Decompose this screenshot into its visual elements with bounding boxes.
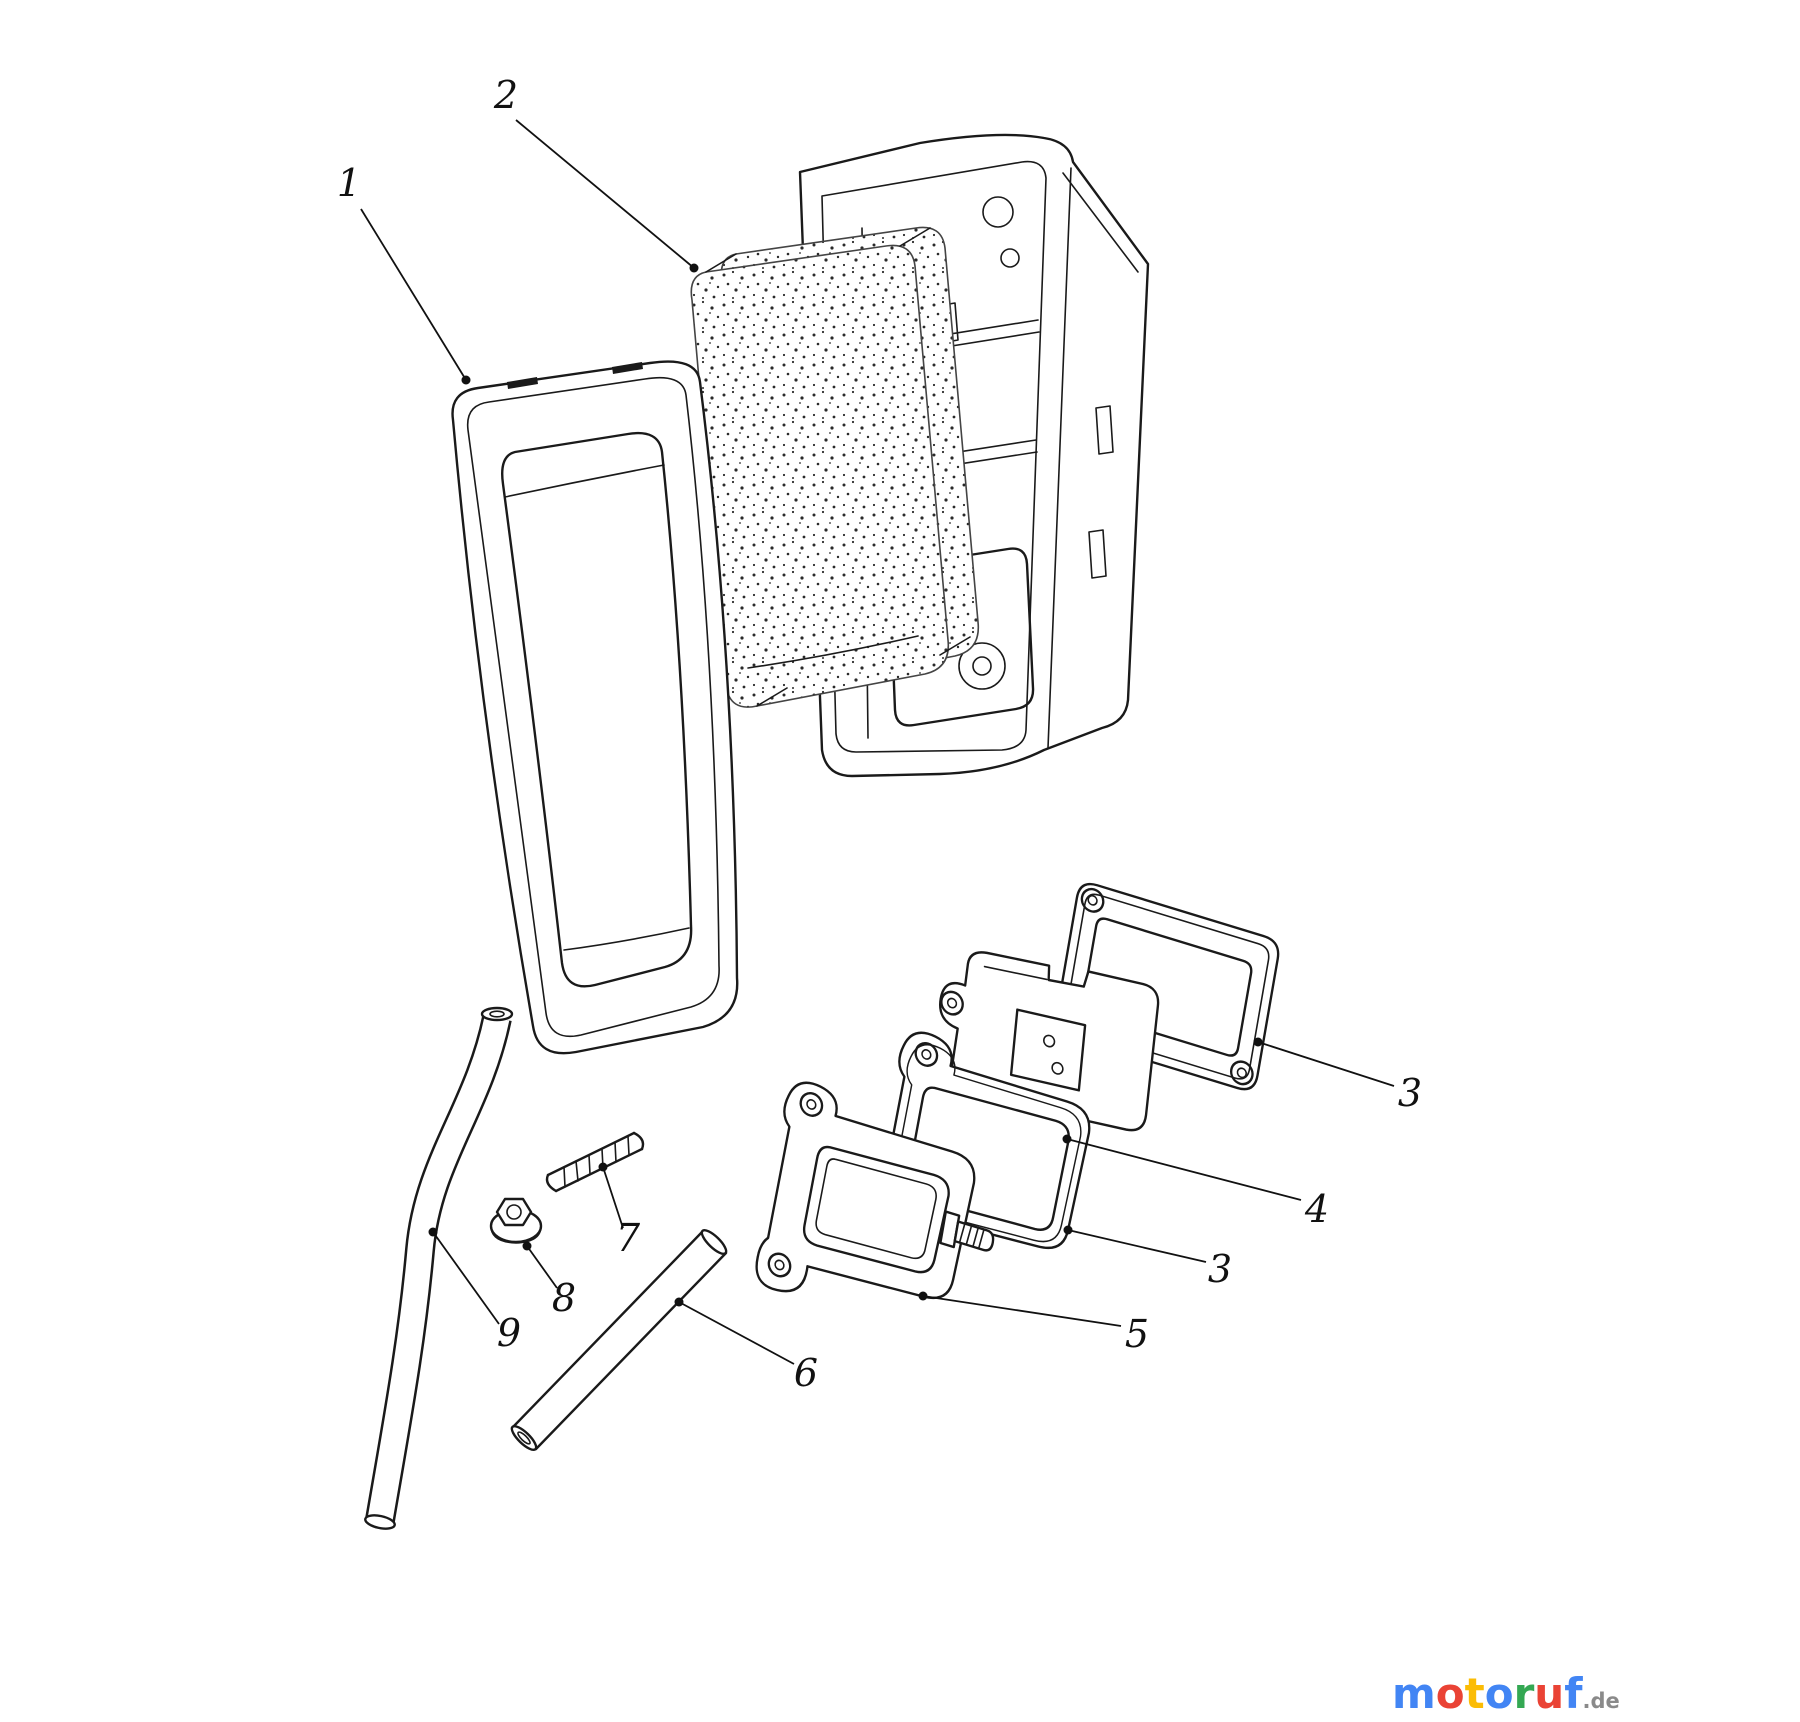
cover-outline <box>451 360 739 1055</box>
callout-7: 7 <box>598 1162 641 1260</box>
air-cleaner-cover <box>451 360 739 1055</box>
watermark-letter: r <box>1514 1669 1535 1718</box>
callouts: 1 2 3 4 3 5 6 7 <box>337 73 1422 1395</box>
hose <box>364 1006 514 1530</box>
cover-vent-slit-1 <box>507 377 538 389</box>
cover-face-panel <box>501 431 693 988</box>
cover-stud-thread <box>953 1220 995 1252</box>
watermark-letter: o <box>1485 1669 1514 1718</box>
callout-label-4: 4 <box>1304 1187 1329 1231</box>
tube <box>510 1229 728 1451</box>
watermark[interactable]: motoruf.de <box>1392 1669 1620 1718</box>
callout-9: 9 <box>428 1227 521 1355</box>
cover-inner-rim <box>466 376 720 1038</box>
base-wall-slot-1 <box>1095 405 1114 455</box>
callout-label-7: 7 <box>616 1216 641 1260</box>
hose-top-opening <box>480 1006 514 1022</box>
filter-element <box>690 226 980 708</box>
callout-8: 8 <box>522 1241 576 1320</box>
watermark-letter: m <box>1392 1669 1436 1718</box>
watermark-letter: t <box>1465 1669 1485 1718</box>
base-wall-slot-2 <box>1088 529 1107 579</box>
callout-label-2: 2 <box>493 73 518 117</box>
stud <box>545 1131 645 1193</box>
gasket-upper-opening <box>1081 917 1253 1057</box>
nut-hex <box>495 1197 533 1227</box>
callout-label-3-lower: 3 <box>1208 1247 1232 1291</box>
breather-cover-boss <box>802 1145 950 1274</box>
breather-plate-window <box>1009 1008 1087 1092</box>
callout-label-6: 6 <box>794 1351 818 1395</box>
callout-5: 5 <box>918 1291 1149 1356</box>
callout-label-8: 8 <box>552 1276 576 1320</box>
callout-2: 2 <box>493 73 699 273</box>
callout-label-9: 9 <box>497 1311 521 1355</box>
callout-label-3-upper: 3 <box>1398 1071 1422 1115</box>
watermark-letter: o <box>1436 1669 1465 1718</box>
callout-4: 4 <box>1062 1134 1329 1231</box>
callout-3-upper: 3 <box>1253 1037 1422 1115</box>
hose-bottom-end <box>364 1514 396 1530</box>
gasket-lower-opening <box>906 1086 1070 1231</box>
lock-nut <box>489 1197 543 1244</box>
callout-3-lower: 3 <box>1063 1225 1232 1291</box>
callout-label-1: 1 <box>337 161 361 205</box>
watermark-suffix: .de <box>1582 1689 1619 1713</box>
watermark-text[interactable]: motoruf.de <box>1392 1669 1620 1718</box>
filter-front-face <box>690 244 950 708</box>
watermark-letter: f <box>1564 1669 1583 1718</box>
callout-1: 1 <box>337 161 471 385</box>
breather-cover <box>751 1075 995 1344</box>
callout-label-5: 5 <box>1125 1312 1149 1356</box>
callout-6: 6 <box>674 1297 818 1395</box>
watermark-letter: u <box>1534 1669 1564 1718</box>
cover-vent-slit-2 <box>612 362 643 374</box>
